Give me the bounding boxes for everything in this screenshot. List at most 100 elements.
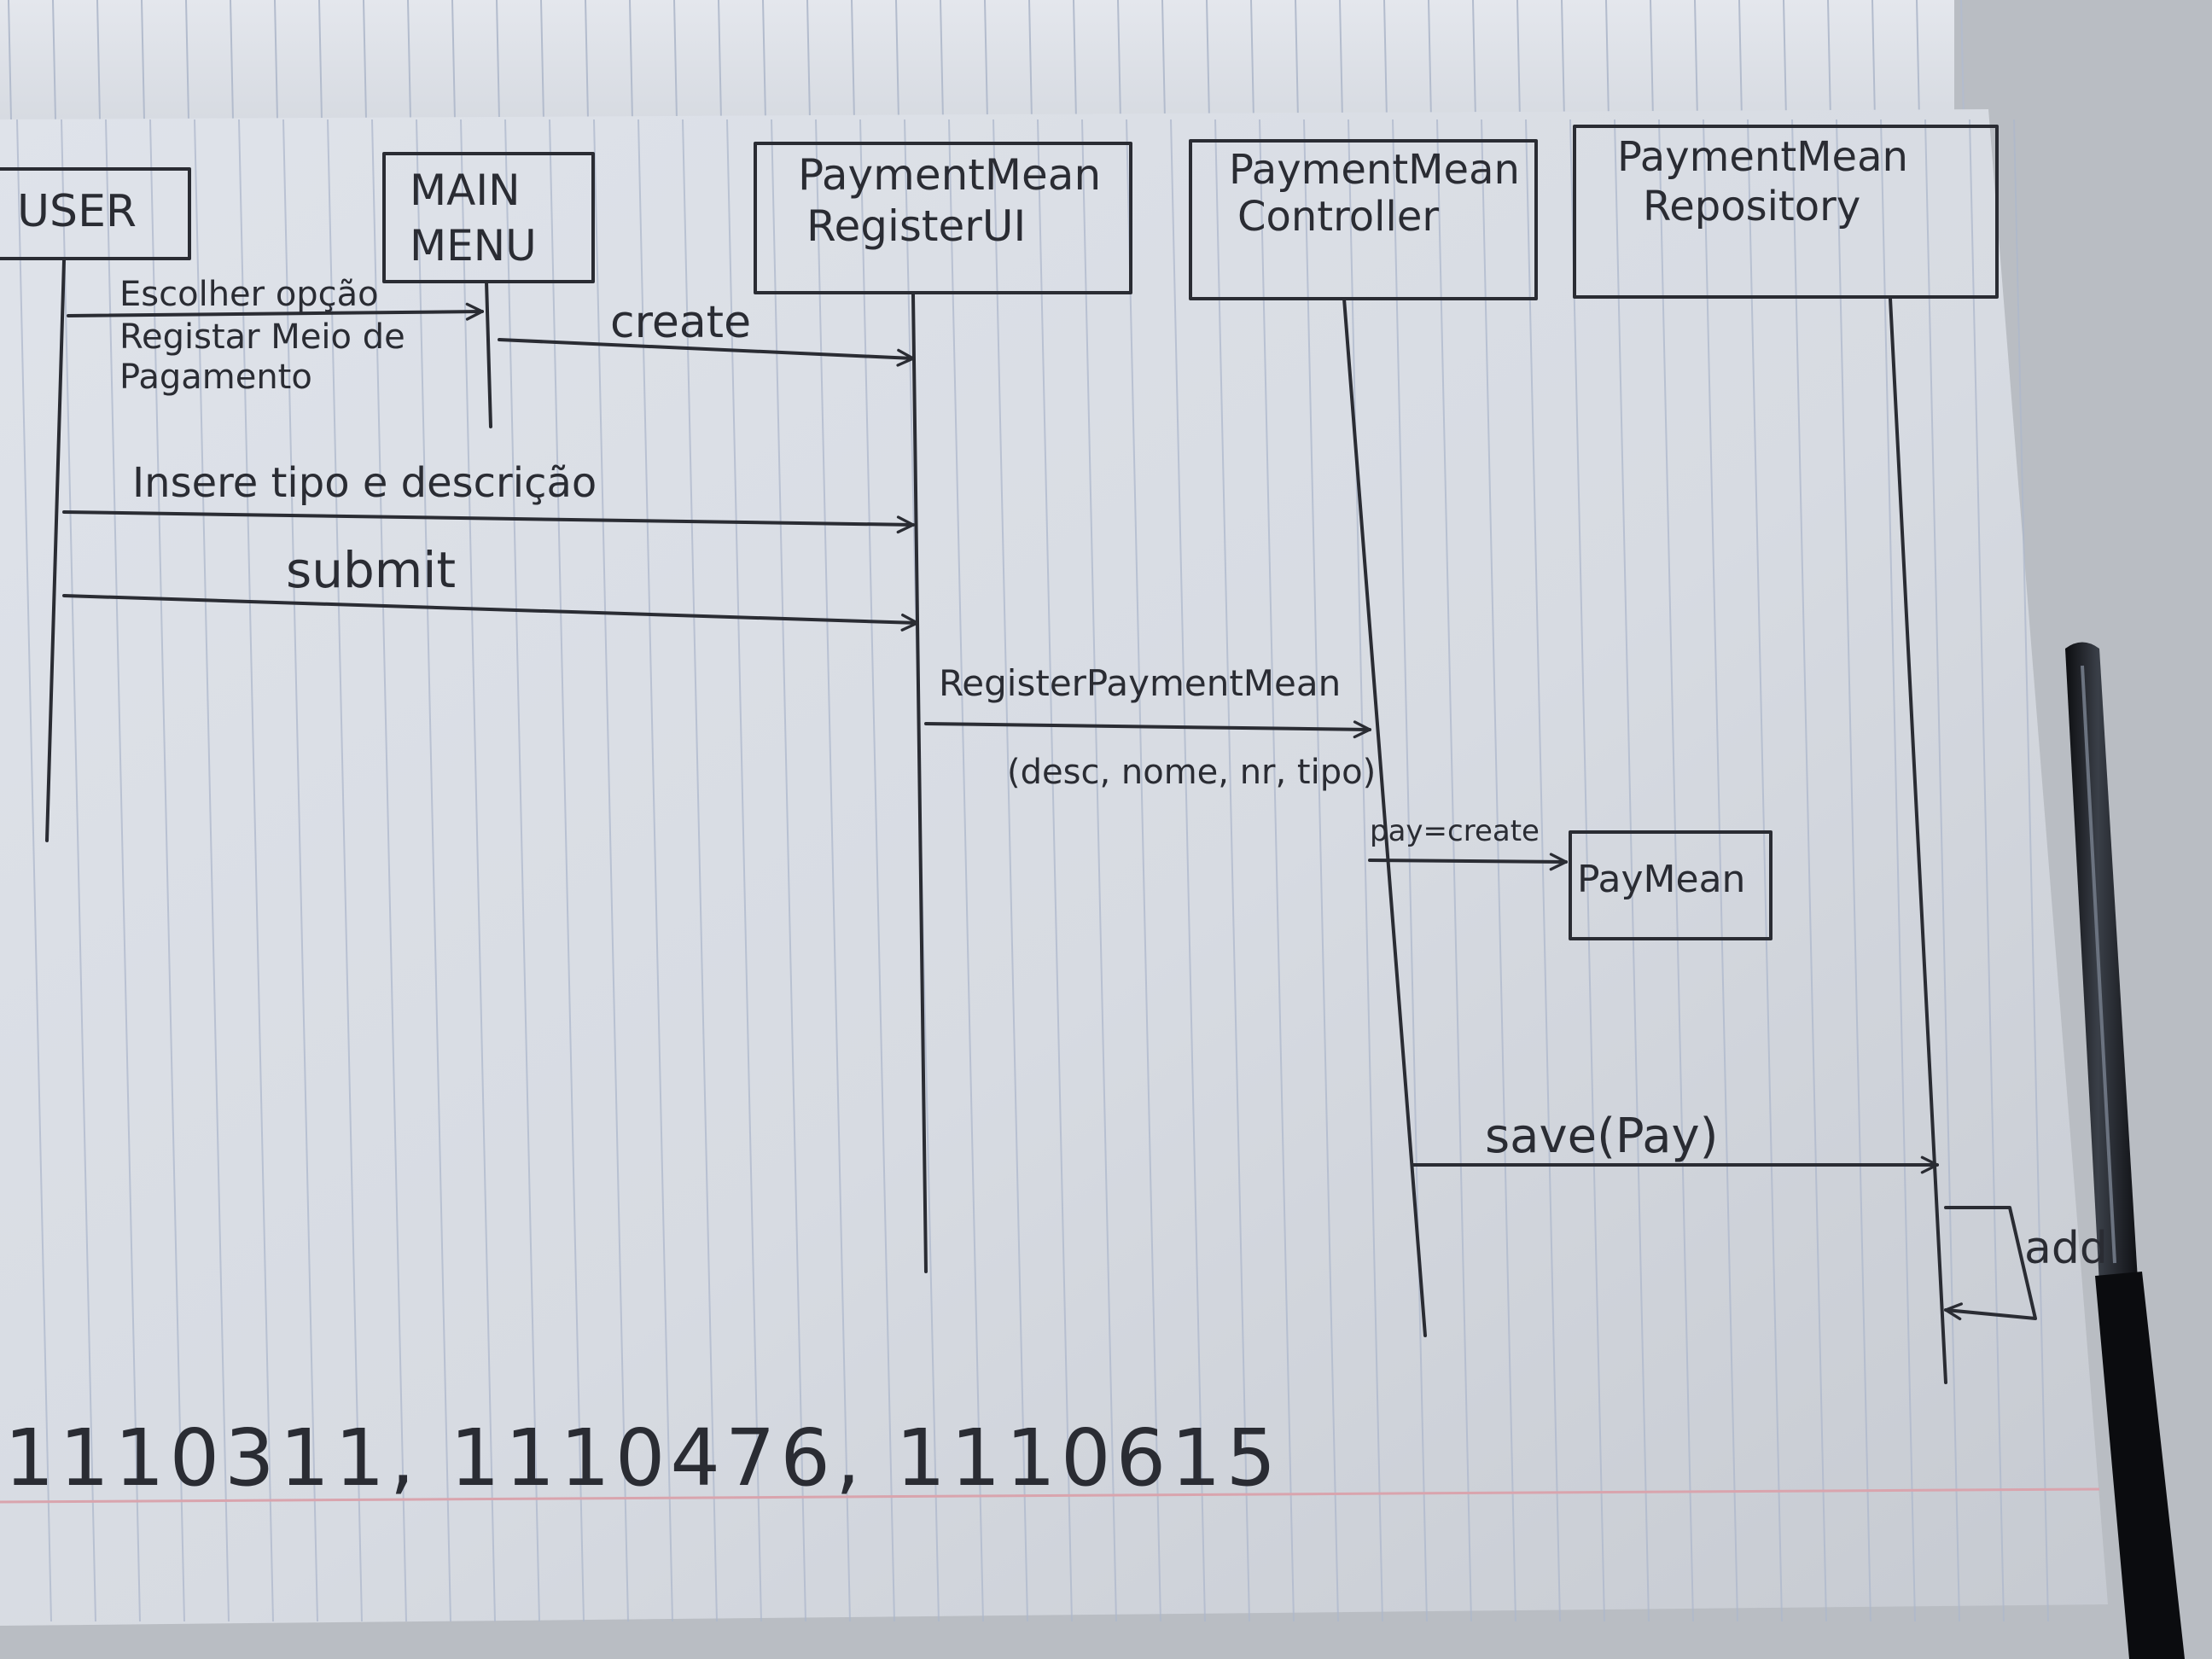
participant-main-menu: MAIN MENU — [382, 152, 595, 283]
participants-layer: USER MAIN MENU PaymentMean RegisterUI Pa… — [0, 125, 1999, 300]
back-rule-line — [1871, 0, 1876, 120]
back-rule-line — [1516, 0, 1521, 120]
rule-line — [460, 119, 496, 1622]
rule-line — [1126, 119, 1161, 1622]
rule-line — [1170, 119, 1206, 1622]
back-rule-line — [318, 0, 323, 120]
rule-line — [282, 119, 318, 1622]
rule-line — [682, 119, 718, 1622]
message-label: RegisterPaymentMean — [939, 662, 1341, 704]
rule-line — [1569, 119, 1605, 1622]
participant-user: USER — [0, 167, 191, 260]
message-label: Pagamento — [119, 358, 312, 397]
back-rule-line — [851, 0, 855, 120]
message-arrow — [62, 594, 917, 623]
rule-line — [1747, 119, 1783, 1622]
back-rule-line — [1605, 0, 1610, 120]
rule-line — [1969, 119, 2005, 1622]
participant-label: PaymentMean — [1617, 133, 1908, 181]
message-label: submit — [286, 541, 456, 599]
lifeline-repository — [1889, 297, 1947, 1384]
rule-line — [105, 119, 141, 1622]
rule-line — [1836, 119, 1871, 1622]
rule-line — [637, 119, 673, 1622]
back-rule-line — [1295, 0, 1299, 120]
back-page-grid — [8, 0, 1965, 120]
back-rule-line — [718, 0, 722, 120]
back-rule-line — [1206, 0, 1210, 120]
participant-label: PaymentMean — [1229, 146, 1520, 194]
rule-line — [416, 119, 451, 1622]
lifeline-main-menu — [485, 280, 492, 428]
back-rule-line — [407, 0, 411, 120]
back-rule-line — [96, 0, 101, 120]
rule-line — [1037, 119, 1073, 1622]
rule-line — [1392, 119, 1428, 1622]
rule-line — [593, 119, 629, 1622]
participant-label: RegisterUI — [806, 201, 1026, 251]
message-arrow — [62, 510, 913, 525]
rule-line — [1348, 119, 1383, 1622]
back-rule-line — [1738, 0, 1743, 120]
participant-controller: PaymentMean Controller — [1189, 139, 1538, 300]
rule-line — [194, 119, 230, 1622]
message-insert-type: Insere tipo e descrição — [62, 459, 913, 525]
back-rule-line — [363, 0, 367, 120]
rule-line — [504, 119, 540, 1622]
rule-line — [1658, 119, 1694, 1622]
rule-line — [327, 119, 363, 1622]
back-rule-line — [1694, 0, 1698, 120]
rule-line — [1924, 119, 1960, 1622]
participant-register-ui: PaymentMean RegisterUI — [754, 142, 1132, 294]
rule-line — [1259, 119, 1295, 1622]
message-label: Insere tipo e descrição — [132, 459, 597, 507]
message-arrow — [67, 311, 482, 316]
messages-layer: Escolher opção Registar Meio de Pagament… — [62, 275, 2108, 1318]
back-rule-line — [1383, 0, 1388, 120]
rule-line — [1791, 119, 1827, 1622]
paymean-label: PayMean — [1577, 858, 1745, 901]
rule-line — [1081, 119, 1117, 1622]
rule-line — [16, 119, 52, 1622]
participant-label: Repository — [1643, 183, 1860, 230]
back-rule-line — [496, 0, 500, 120]
back-rule-line — [1250, 0, 1254, 120]
participant-label: PaymentMean — [798, 150, 1101, 200]
rule-line — [549, 119, 585, 1622]
message-label: Registar Meio de — [119, 317, 405, 357]
participant-label: MAIN — [410, 166, 521, 215]
rule-line — [992, 119, 1028, 1622]
message-create: create — [498, 297, 913, 358]
rule-line — [771, 119, 806, 1622]
back-rule-line — [585, 0, 589, 120]
ruled-lines — [16, 119, 2049, 1622]
footer-numbers: 1110311, 1110476, 1110615 — [4, 1412, 1281, 1504]
back-rule-line — [1472, 0, 1476, 120]
lifeline-controller — [1342, 297, 1427, 1337]
back-rule-line — [274, 0, 278, 120]
message-label: pay=create — [1370, 814, 1540, 848]
back-rule-line — [52, 0, 56, 120]
message-label: save(Pay) — [1485, 1109, 1719, 1164]
message-label: Escolher opção — [119, 275, 379, 314]
paymean-object: PayMean — [1569, 830, 1773, 940]
back-rule-line — [1960, 0, 1965, 120]
message-arrow — [498, 338, 913, 358]
message-label: (desc, nome, nr, tipo) — [1007, 753, 1376, 792]
rule-line — [1703, 119, 1738, 1622]
back-rule-line — [762, 0, 766, 120]
back-rule-line — [1073, 0, 1077, 120]
back-rule-line — [230, 0, 234, 120]
participant-label: USER — [17, 186, 137, 237]
rule-line — [238, 119, 274, 1622]
participant-label: Controller — [1237, 193, 1439, 241]
message-label: add — [2024, 1223, 2108, 1274]
participant-repository: PaymentMean Repository — [1573, 125, 1999, 299]
back-rule-line — [141, 0, 145, 120]
back-rule-line — [806, 0, 811, 120]
message-arrow — [1946, 1206, 2037, 1318]
rule-line — [1303, 119, 1339, 1622]
message-label: create — [610, 297, 751, 348]
back-rule-line — [629, 0, 633, 120]
